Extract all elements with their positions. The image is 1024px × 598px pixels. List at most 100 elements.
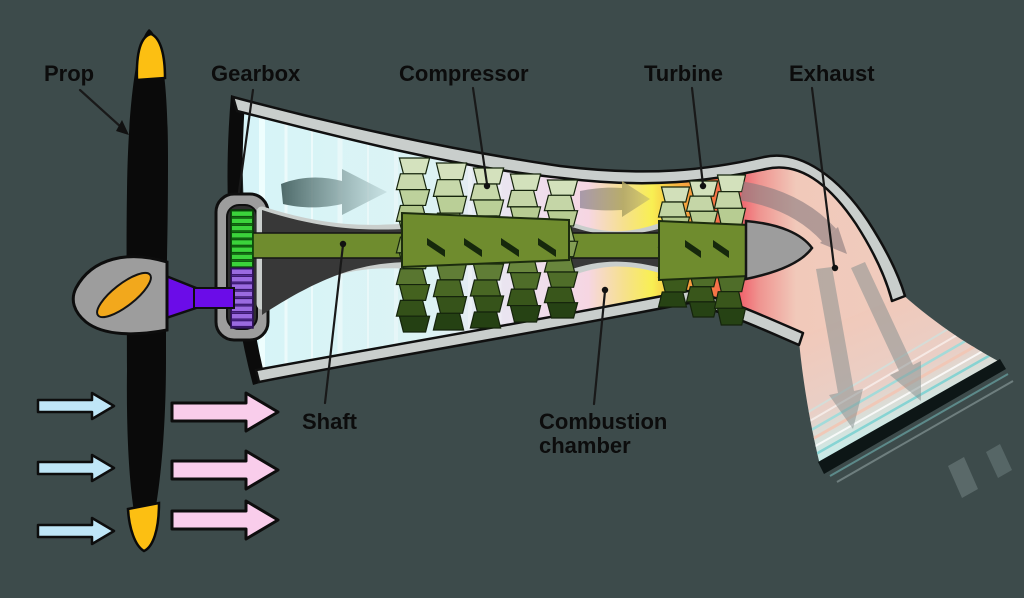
blade-segment (509, 304, 542, 323)
blade-segment (472, 295, 505, 313)
gear-tooth (231, 275, 253, 283)
blade-segment (395, 268, 428, 286)
gear-tooth (231, 283, 253, 290)
exhaust-turn-arrow (740, 181, 837, 242)
blade-segment (398, 157, 431, 175)
gear-tooth (231, 246, 253, 253)
prop-wash-arrows (170, 391, 280, 541)
tail-cone (744, 219, 814, 281)
gear-tooth (231, 320, 253, 327)
inlet-air-arrows (36, 391, 116, 546)
blade-segment (398, 315, 431, 333)
label-exhaust: Exhaust (789, 61, 875, 86)
gear-tooth (231, 239, 253, 246)
prop-leader-arrowhead (116, 120, 129, 135)
blade-segment (685, 286, 716, 303)
label-shaft: Shaft (302, 409, 358, 434)
blade-segment (506, 288, 539, 307)
blade-segment (472, 199, 505, 217)
prop-shaft (164, 274, 235, 320)
exhaust-flow-arrow-1 (816, 267, 863, 429)
blade-segment (657, 291, 688, 308)
blade-segment (688, 301, 719, 318)
inlet-air-arrow (36, 391, 116, 421)
inlet-air-arrow (36, 516, 116, 546)
label-gearbox: Gearbox (211, 61, 301, 86)
nacelle-bottom-casing (254, 289, 805, 384)
spinner (71, 255, 169, 336)
label-prop: Prop (44, 61, 94, 86)
prop-tip-bottom (126, 501, 161, 553)
blade-segment (660, 186, 691, 203)
labels: Prop Gearbox Compressor Turbine Exhaust … (44, 61, 875, 458)
nacelle-top-casing (231, 95, 907, 303)
prop-tip-top (135, 32, 167, 82)
blade-segment (543, 286, 576, 304)
gear-tooth (231, 260, 253, 268)
blade-segment (472, 167, 505, 185)
prop-wash-arrow (170, 449, 280, 491)
blade-segment (546, 271, 579, 288)
gear-tooth (231, 268, 253, 276)
blade-segment (395, 299, 428, 317)
blade-segment (469, 311, 502, 329)
blade-segment (435, 162, 468, 181)
blade-segment (546, 179, 579, 196)
leader-shaft (323, 243, 345, 405)
blade-segment (685, 195, 716, 212)
leader-lines (78, 86, 836, 406)
blade-segment (509, 272, 542, 290)
prop-wash-arrow (170, 499, 280, 541)
blade-segment (398, 283, 431, 301)
blade-segment (432, 312, 465, 331)
core-flow-arrow (580, 181, 650, 217)
exhaust-plume-stripes (799, 315, 995, 456)
leader-compressor (471, 86, 489, 186)
leader-exhaust (810, 86, 836, 268)
leader-turbine (690, 86, 705, 187)
blade-segment (469, 279, 502, 297)
blade-segment (432, 179, 465, 197)
gear-tooth (231, 312, 253, 320)
blade-segment (716, 207, 747, 226)
intake-flow-arrow (281, 169, 387, 215)
prop-wash-arrow (170, 391, 280, 433)
exhaust-plume (798, 294, 1014, 498)
label-compressor: Compressor (399, 61, 529, 86)
blade-segment (716, 307, 747, 326)
leader-gearbox (237, 88, 255, 194)
plume-trailing-edge (818, 359, 1006, 474)
gear-tooth (231, 232, 253, 239)
blade-root-profile (96, 271, 152, 319)
exhaust-arrow-fragment (948, 457, 978, 498)
blade-segment (395, 173, 428, 191)
blade-segment (472, 263, 505, 281)
blade-segment (543, 194, 576, 212)
blade-segment (716, 174, 747, 193)
blade-segment (546, 302, 579, 319)
leader-prop (78, 88, 124, 130)
gear-tooth (231, 210, 253, 217)
blade-segment (398, 189, 431, 207)
gearbox-gears (230, 209, 254, 329)
gear-tooth (231, 253, 253, 261)
turbine-drum (658, 219, 749, 282)
airflow-arrows (281, 169, 921, 429)
blade-segment (657, 201, 688, 218)
blade-segment (432, 279, 465, 298)
drum-stator-slashes (427, 238, 729, 258)
label-turbine: Turbine (644, 61, 723, 86)
inlet-air-arrow (36, 453, 116, 483)
label-combustion-line1: Combustion (539, 409, 667, 434)
exhaust-flow-arrow-2 (851, 262, 921, 401)
blade-segment (713, 191, 744, 209)
blade-segment (435, 195, 468, 214)
blade-segment (713, 291, 744, 309)
blade-segment (506, 189, 539, 208)
intake-lip (227, 95, 266, 385)
label-combustion-line2: chamber (539, 433, 631, 458)
exhaust-turn-arrowhead (820, 227, 847, 254)
exhaust-arrow-fragment (986, 444, 1012, 478)
